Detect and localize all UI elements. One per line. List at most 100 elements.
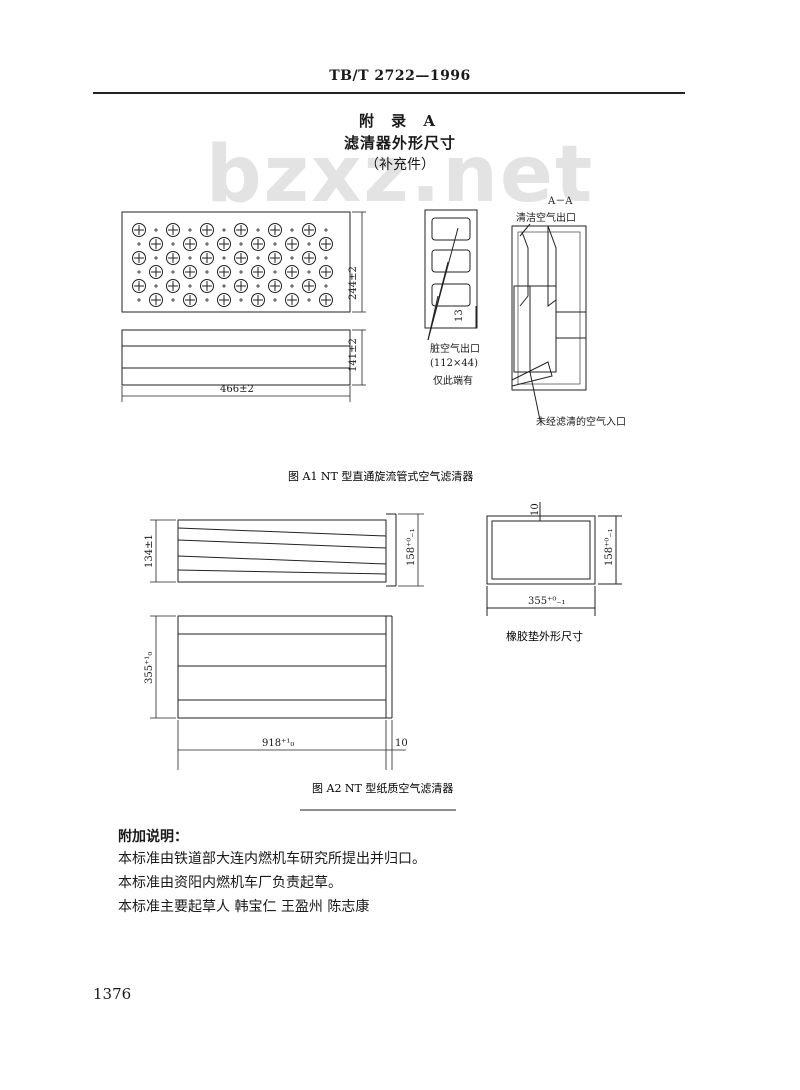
a2-dim-plan-height: 355⁺¹₀ xyxy=(144,652,155,684)
page-number: 1376 xyxy=(93,985,132,1003)
appendix-label: 附 录 A xyxy=(358,112,442,130)
cyclone-tube xyxy=(251,237,265,251)
bolt-mark xyxy=(273,270,277,274)
cyclone-tube-cross xyxy=(134,281,144,291)
cyclone-tube xyxy=(200,251,214,265)
a2-gasket-view xyxy=(486,502,622,616)
cyclone-tube xyxy=(319,265,333,279)
cyclone-tube xyxy=(200,223,214,237)
a2-gasket-caption: 橡胶垫外形尺寸 xyxy=(506,629,583,643)
a2-gasket-dim-width: 355⁺⁰₋₁ xyxy=(528,596,566,607)
a2-dim-length: 918⁺¹₀ xyxy=(262,738,294,749)
cyclone-tube xyxy=(268,223,282,237)
a1-side-view xyxy=(121,329,351,386)
bolt-mark xyxy=(239,270,243,274)
cyclone-tube-cross xyxy=(185,239,195,249)
bolt-mark xyxy=(239,298,243,302)
a2-dim-side-height: 134±1 xyxy=(144,534,155,568)
a1-label-only-this-end: 仅此端有 xyxy=(433,374,473,387)
bolt-mark xyxy=(188,256,192,260)
bolt-mark xyxy=(137,298,141,302)
cyclone-tube xyxy=(183,293,197,307)
header-rule xyxy=(93,92,685,94)
bolt-mark xyxy=(290,284,294,288)
a1-label-unfiltered-inlet: 未经滤清的空气入口 xyxy=(536,415,626,428)
watermark: bzxz.net xyxy=(205,130,595,220)
cyclone-tube-cross xyxy=(270,225,280,235)
cyclone-tube-cross xyxy=(151,239,161,249)
a2-dim-tail: 10 xyxy=(395,738,408,749)
cyclone-tube xyxy=(302,251,316,265)
cyclone-tube xyxy=(319,293,333,307)
cyclone-tube-cross xyxy=(219,295,229,305)
cyclone-tube xyxy=(268,279,282,293)
cyclone-tube xyxy=(149,293,163,307)
bolt-mark xyxy=(324,284,328,288)
a1-end-view xyxy=(424,209,478,341)
bolt-mark xyxy=(239,242,243,246)
cyclone-tube xyxy=(166,223,180,237)
a1-label-dirty-outlet-size: (112×44) xyxy=(430,358,478,369)
cyclone-tubes xyxy=(132,223,333,307)
a1-section-label: A－A xyxy=(547,196,573,207)
cyclone-tube xyxy=(132,279,146,293)
cyclone-tube-cross xyxy=(185,267,195,277)
cyclone-tube-cross xyxy=(236,281,246,291)
cyclone-tube xyxy=(319,237,333,251)
bolt-mark xyxy=(188,284,192,288)
cyclone-tube-cross xyxy=(287,239,297,249)
a1-dim-width: 466±2 xyxy=(220,384,254,395)
cyclone-tube-cross xyxy=(151,295,161,305)
a1-section-view xyxy=(511,223,587,421)
bolt-mark xyxy=(171,242,175,246)
bolt-mark xyxy=(154,284,158,288)
bolt-mark xyxy=(324,256,328,260)
cyclone-tube xyxy=(217,265,231,279)
cyclone-tube xyxy=(217,237,231,251)
bolt-mark xyxy=(222,256,226,260)
bolt-mark xyxy=(307,270,311,274)
cyclone-tube-cross xyxy=(219,267,229,277)
a1-label-dirty-outlet: 脏空气出口 xyxy=(430,342,480,355)
bolt-mark xyxy=(290,256,294,260)
bolt-mark xyxy=(222,284,226,288)
notes-line-2: 本标准由资阳内燃机车厂负责起草。 xyxy=(118,875,342,891)
cyclone-tube-cross xyxy=(270,281,280,291)
bolt-mark xyxy=(290,228,294,232)
cyclone-tube-cross xyxy=(219,239,229,249)
bolt-mark xyxy=(171,270,175,274)
bolt-mark xyxy=(205,270,209,274)
bolt-mark xyxy=(205,298,209,302)
cyclone-tube-cross xyxy=(270,253,280,263)
bolt-mark xyxy=(154,228,158,232)
cyclone-tube xyxy=(251,265,265,279)
cyclone-tube-cross xyxy=(134,253,144,263)
cyclone-tube-cross xyxy=(253,239,263,249)
a1-dim-slot: 13 xyxy=(454,309,465,322)
cyclone-tube-cross xyxy=(321,239,331,249)
cyclone-tube xyxy=(285,293,299,307)
a2-gasket-dim-top: 10 xyxy=(530,503,541,516)
cyclone-tube-cross xyxy=(321,267,331,277)
a1-dim-height-side: 141±2 xyxy=(348,338,359,372)
cyclone-tube xyxy=(132,251,146,265)
a2-dim-end-height: 158⁺⁰₋₁ xyxy=(406,528,417,566)
cyclone-tube-cross xyxy=(287,267,297,277)
appendix-subtitle: （补充件） xyxy=(365,157,435,173)
cyclone-tube xyxy=(166,279,180,293)
bolt-mark xyxy=(324,228,328,232)
cyclone-tube xyxy=(302,279,316,293)
cyclone-tube-cross xyxy=(253,267,263,277)
cyclone-tube xyxy=(200,279,214,293)
cyclone-tube-cross xyxy=(253,295,263,305)
cyclone-tube-cross xyxy=(236,225,246,235)
cyclone-tube-cross xyxy=(304,225,314,235)
cyclone-tube xyxy=(183,265,197,279)
cyclone-tube-cross xyxy=(168,281,178,291)
bolt-mark xyxy=(273,242,277,246)
bolt-mark xyxy=(188,228,192,232)
a1-dim-height-top: 244±2 xyxy=(348,266,359,300)
bolt-mark xyxy=(307,242,311,246)
a2-plan-dimensions xyxy=(150,615,406,770)
